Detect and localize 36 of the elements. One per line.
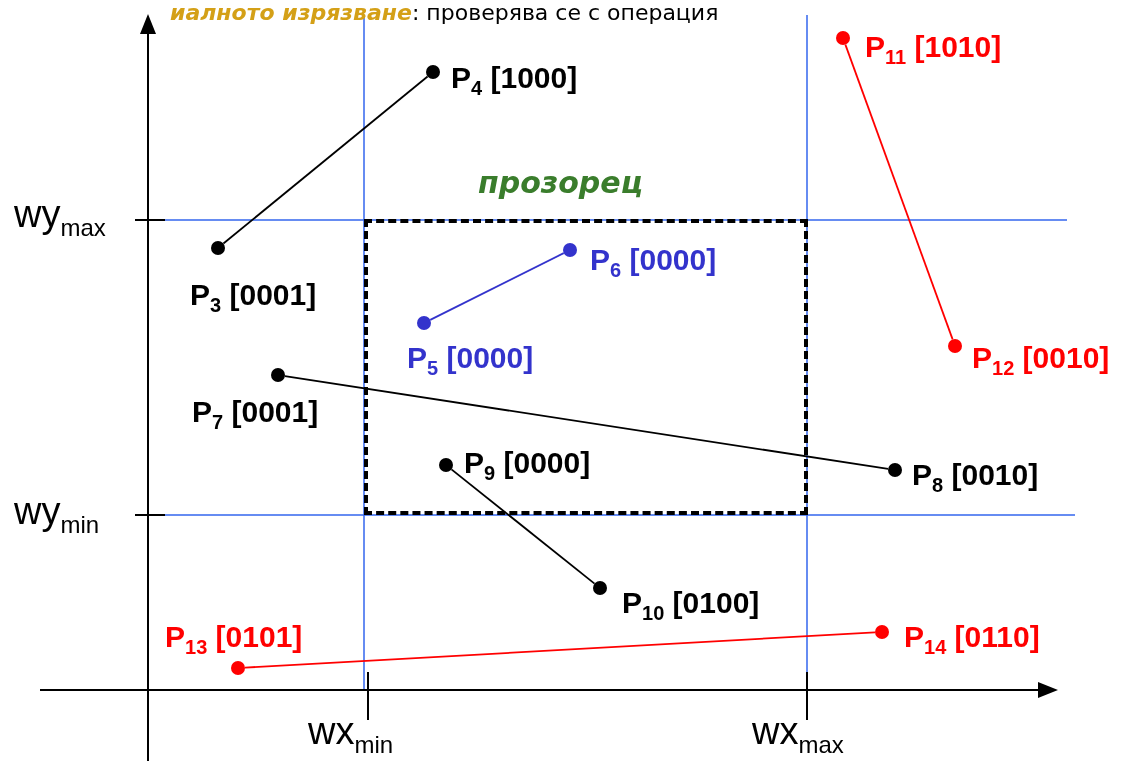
line-segment <box>244 631 876 669</box>
axis-label: wx$_{max}$ <box>752 712 844 757</box>
point-label: P$_{9}$ [0000] <box>464 448 591 483</box>
point-label: P$_{14}$ [0110] <box>904 622 1040 657</box>
heading-text: иалното изрязване: проверява се с операция <box>170 2 719 24</box>
point-label: P$_{12}$ [0010] <box>972 343 1110 378</box>
endpoint-dot <box>439 458 453 472</box>
line-segment <box>284 375 889 470</box>
endpoint-dot <box>875 625 889 639</box>
window-title: прозорец <box>478 165 643 200</box>
point-label: P$_{13}$ [0101] <box>165 622 303 657</box>
point-label: P$_{5}$ [0000] <box>407 343 534 378</box>
endpoint-dot <box>231 661 245 675</box>
line-segment <box>844 43 954 341</box>
axis-label: wy$_{max}$ <box>14 195 106 240</box>
point-label: P$_{10}$ [0100] <box>622 588 760 623</box>
point-label: P$_{11}$ [1010] <box>865 32 1002 67</box>
endpoint-dot <box>271 368 285 382</box>
endpoint-dot <box>417 316 431 330</box>
line-segment <box>222 75 429 245</box>
line-segment <box>429 252 565 321</box>
point-label: P$_{8}$ [0010] <box>912 460 1039 495</box>
point-label: P$_{6}$ [0000] <box>590 245 717 280</box>
endpoint-dot <box>426 65 440 79</box>
endpoint-dot <box>593 581 607 595</box>
endpoint-dot <box>948 339 962 353</box>
endpoint-dot <box>836 31 850 45</box>
axis-label: wx$_{min}$ <box>308 712 394 757</box>
axis-label: wy$_{min}$ <box>14 492 100 537</box>
endpoint-dot <box>211 241 225 255</box>
point-label: P$_{3}$ [0001] <box>190 280 317 315</box>
point-label: P$_{7}$ [0001] <box>192 397 319 432</box>
line-segment <box>450 468 596 585</box>
point-label: P$_{4}$ [1000] <box>451 63 578 98</box>
endpoint-dot <box>888 463 902 477</box>
endpoint-dot <box>563 243 577 257</box>
